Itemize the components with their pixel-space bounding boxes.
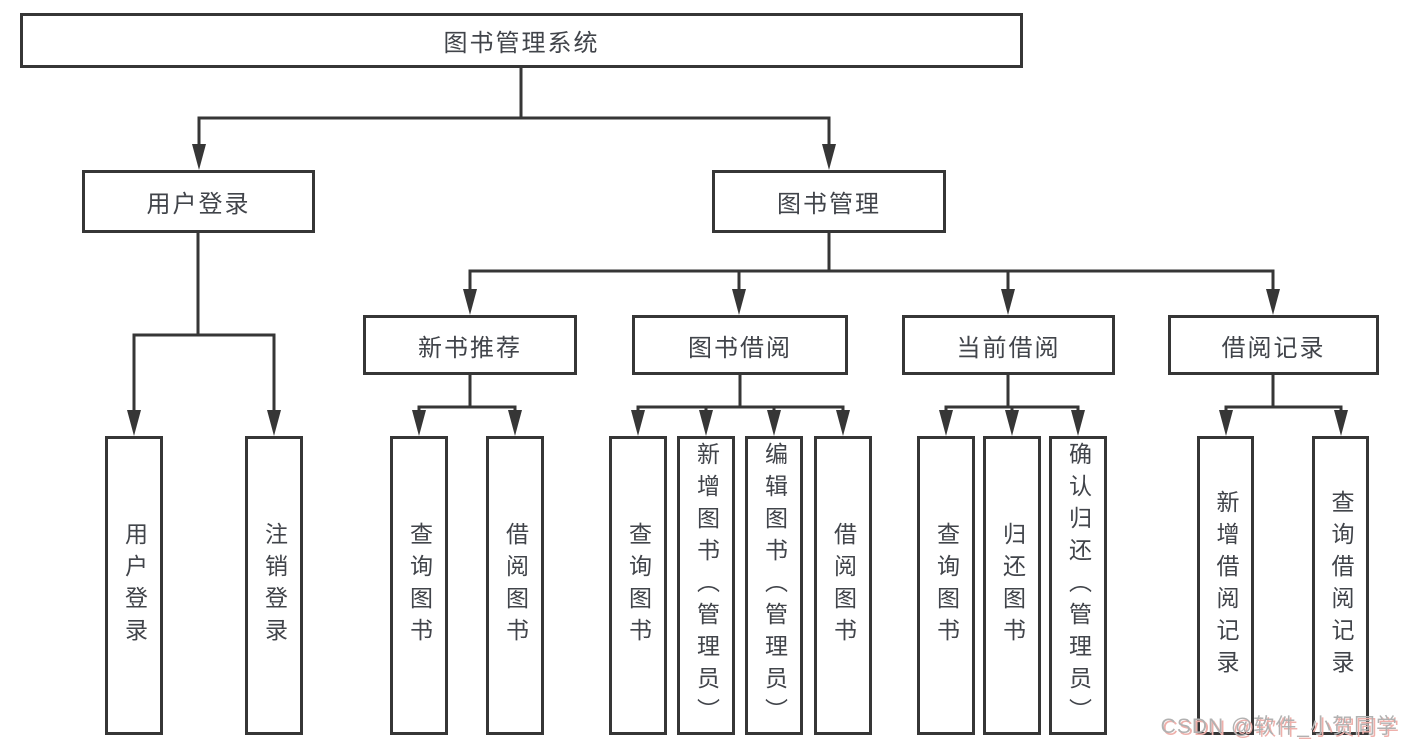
watermark-csdn: CSDN @软件_小贺同学 [1160,715,1398,738]
arrowhead [836,410,850,436]
node-user-login-label: 用户登录 [146,191,251,218]
arrowhead [1005,410,1019,436]
node-leaf-user-login: 用户登录 [105,436,163,735]
node-root-label: 图书管理系统 [443,30,600,57]
node-borrow-records-label: 借阅记录 [1221,334,1326,362]
connector-book-borrow-to-leaves [631,373,850,436]
node-leaf-logout: 注销登录 [245,436,303,735]
arrowhead [463,289,477,315]
node-borrow-records: 借阅记录 [1168,315,1379,375]
node-leaf-add-borrow-record: 新增借阅记录 [1197,436,1254,735]
node-leaf-query-books-3: 查询图书 [917,436,975,735]
node-leaf-confirm-return-label: 确认归还（管理员） [1065,441,1092,730]
node-leaf-edit-book-label: 编辑图书（管理员） [761,441,788,730]
arrowhead [1334,410,1348,436]
node-book-mgmt: 图书管理 [712,170,946,233]
node-new-book-rec: 新书推荐 [363,315,577,375]
node-current-borrow-label: 当前借阅 [956,334,1061,362]
node-leaf-borrow-books-1-label: 借阅图书 [502,521,529,650]
node-leaf-borrow-books-1: 借阅图书 [486,436,544,735]
arrowhead [192,144,206,170]
arrowhead [767,410,781,436]
connector-book-mgmt-to-level3 [463,231,1280,315]
arrowhead [732,289,746,315]
connector-user-login-to-leaves [127,231,281,436]
connector-current-borrow-to-leaves [939,373,1085,436]
arrowhead [699,410,713,436]
arrowhead [822,144,836,170]
connector-root-to-level2 [192,66,836,170]
arrowhead [267,410,281,436]
node-leaf-borrow-books-2-label: 借阅图书 [830,521,857,650]
arrowhead [939,410,953,436]
node-leaf-query-books-2: 查询图书 [609,436,667,735]
node-book-borrow: 图书借阅 [632,315,848,375]
node-leaf-query-borrow-record: 查询借阅记录 [1312,436,1369,735]
node-leaf-return-book-label: 归还图书 [999,521,1026,650]
node-leaf-borrow-books-2: 借阅图书 [814,436,872,735]
node-leaf-logout-label: 注销登录 [261,521,288,650]
node-leaf-confirm-return: 确认归还（管理员） [1049,436,1107,735]
node-leaf-query-books-1-label: 查询图书 [406,521,433,650]
arrowhead [1219,410,1233,436]
node-root: 图书管理系统 [20,13,1023,68]
node-leaf-query-books-2-label: 查询图书 [625,521,652,650]
node-leaf-user-login-label: 用户登录 [121,521,148,650]
node-book-borrow-label: 图书借阅 [688,334,792,362]
arrowhead [1071,410,1085,436]
connector-borrow-records-to-leaves [1219,373,1348,436]
node-leaf-return-book: 归还图书 [983,436,1041,735]
arrowhead [1001,289,1015,315]
node-current-borrow: 当前借阅 [902,315,1115,375]
arrowhead [127,410,141,436]
node-leaf-add-book: 新增图书（管理员） [677,436,735,735]
node-leaf-query-borrow-record-label: 查询借阅记录 [1328,489,1354,682]
connector-new-book-rec-to-leaves [412,373,522,436]
node-leaf-add-borrow-record-label: 新增借阅记录 [1213,489,1239,682]
arrowhead [412,410,426,436]
arrowhead [1266,289,1280,315]
node-user-login: 用户登录 [82,170,315,233]
node-leaf-query-books-1: 查询图书 [390,436,448,735]
node-leaf-edit-book: 编辑图书（管理员） [745,436,803,735]
arrowhead [631,410,645,436]
node-new-book-rec-label: 新书推荐 [418,334,522,362]
node-book-mgmt-label: 图书管理 [777,191,881,218]
node-leaf-query-books-3-label: 查询图书 [933,521,960,650]
arrowhead [508,410,522,436]
node-leaf-add-book-label: 新增图书（管理员） [693,441,720,730]
